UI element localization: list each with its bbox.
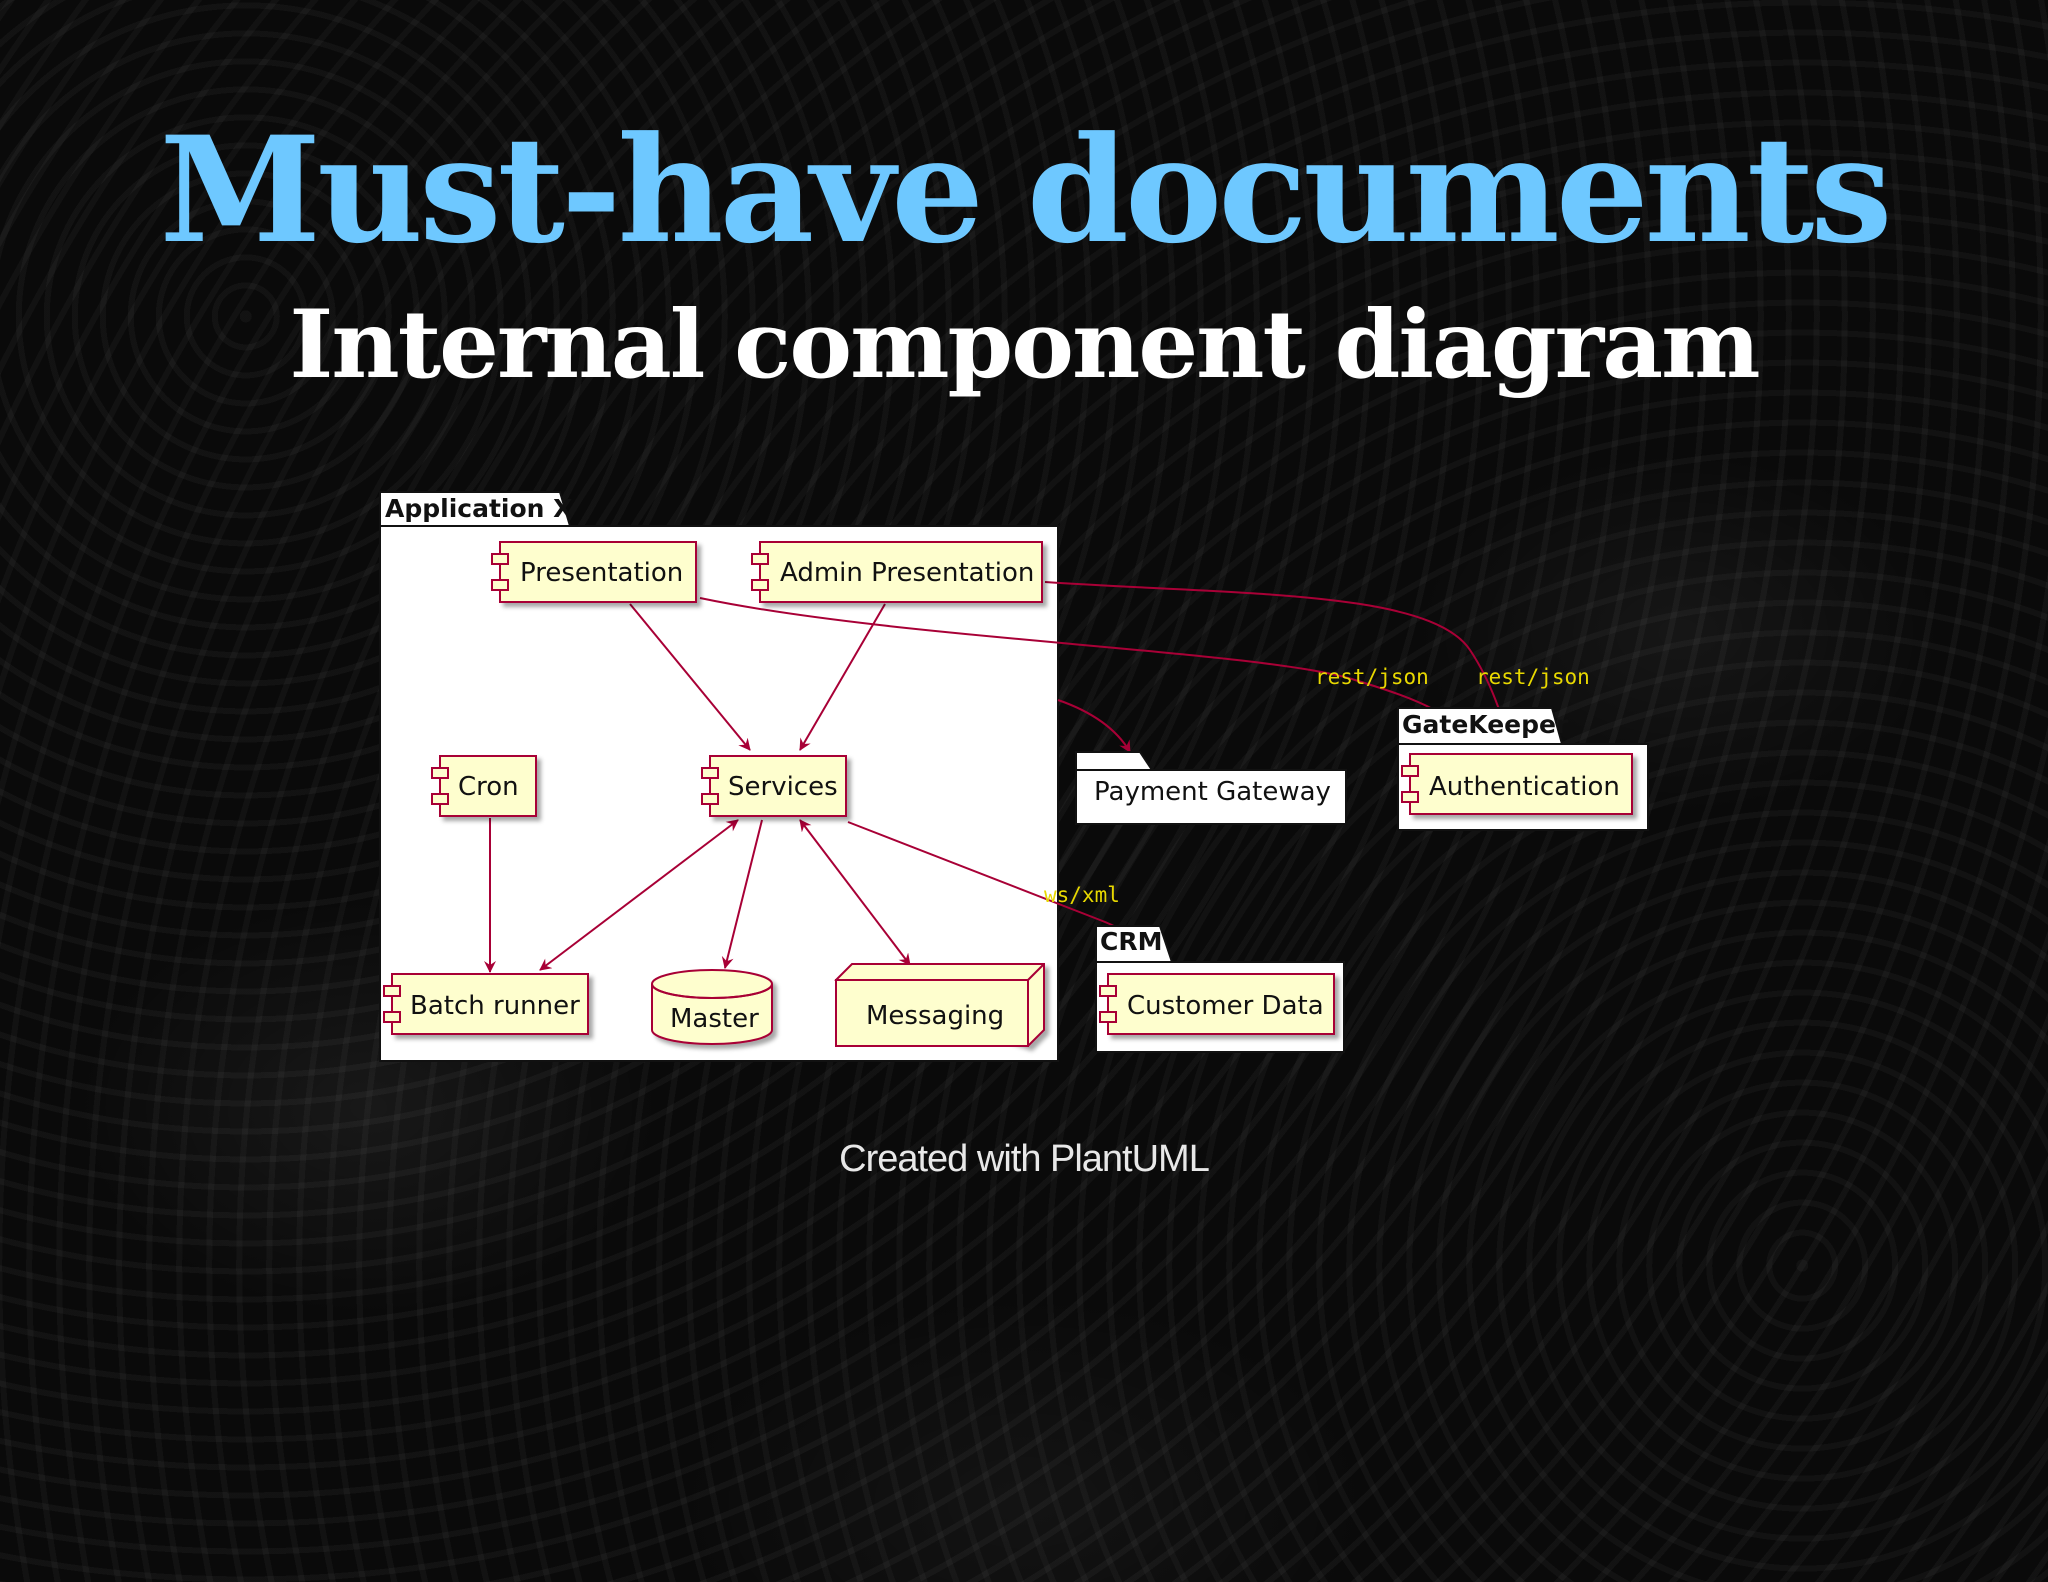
edge-label-rest-json: rest/json <box>1315 665 1429 689</box>
node-messaging: Messaging <box>834 963 1045 1048</box>
component-label: Admin Presentation <box>780 558 1034 588</box>
component-label: Cron <box>458 772 519 802</box>
component-admin-presentation: Admin Presentation <box>751 541 1043 603</box>
arrow-services-batch <box>539 819 739 971</box>
component-label: Services <box>728 772 838 802</box>
slide-subtitle: Internal component diagram <box>289 290 1760 400</box>
component-authentication: Authentication <box>1401 753 1633 815</box>
arrow-payment-gateway <box>1057 699 1131 753</box>
database-label: Master <box>670 1004 759 1034</box>
component-label: Customer Data <box>1127 991 1324 1021</box>
slide-title: Must-have documents <box>159 105 1893 276</box>
database-master <box>651 969 773 1045</box>
component-presentation: Presentation <box>491 541 697 603</box>
arrow-presentation-services <box>629 603 751 751</box>
edge-label-rest-json: rest/json <box>1476 665 1590 689</box>
package-label-crm: CRM <box>1100 927 1162 956</box>
arrow-admin-services <box>799 603 886 751</box>
caption: Created with PlantUML <box>839 1138 1210 1180</box>
package-label-gatekeeper: GateKeeper <box>1402 710 1569 739</box>
arrow-admin-authentication <box>1044 581 1515 753</box>
edge-label-ws-xml: ws/xml <box>1044 883 1120 907</box>
component-label: Authentication <box>1429 772 1620 802</box>
component-label: Batch runner <box>410 991 580 1021</box>
component-customer-data: Customer Data <box>1099 973 1335 1035</box>
node-label: Messaging <box>866 1001 1004 1031</box>
arrow-services-messaging <box>799 819 911 966</box>
package-label-application-x: Application X <box>385 494 572 523</box>
component-cron: Cron <box>431 755 537 817</box>
component-services: Services <box>701 755 847 817</box>
package-label-payment-gateway: Payment Gateway <box>1094 777 1331 807</box>
component-label: Presentation <box>520 558 683 588</box>
component-batch-runner: Batch runner <box>383 973 589 1035</box>
arrow-services-master <box>721 819 763 969</box>
package-payment-gateway: Payment Gateway <box>1075 751 1347 825</box>
